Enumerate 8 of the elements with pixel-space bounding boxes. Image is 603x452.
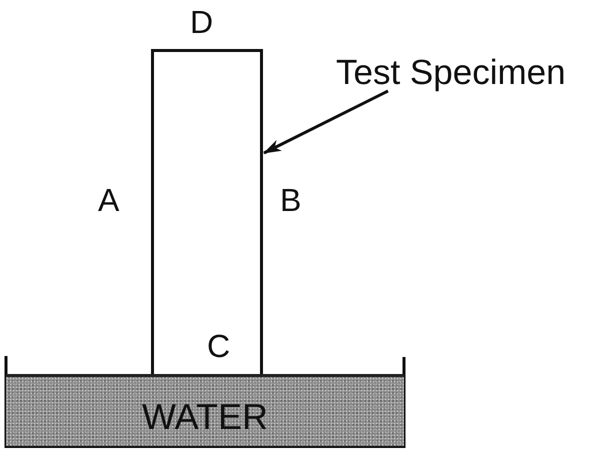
side-label: A bbox=[98, 184, 120, 216]
callout-label: Test Specimen bbox=[336, 55, 566, 90]
side-label: B bbox=[280, 184, 302, 216]
side-label: C bbox=[207, 330, 230, 362]
water-fill bbox=[6, 374, 404, 446]
water-label: WATER bbox=[142, 398, 268, 434]
leader-arrow bbox=[263, 90, 389, 154]
side-label: D bbox=[190, 6, 214, 38]
